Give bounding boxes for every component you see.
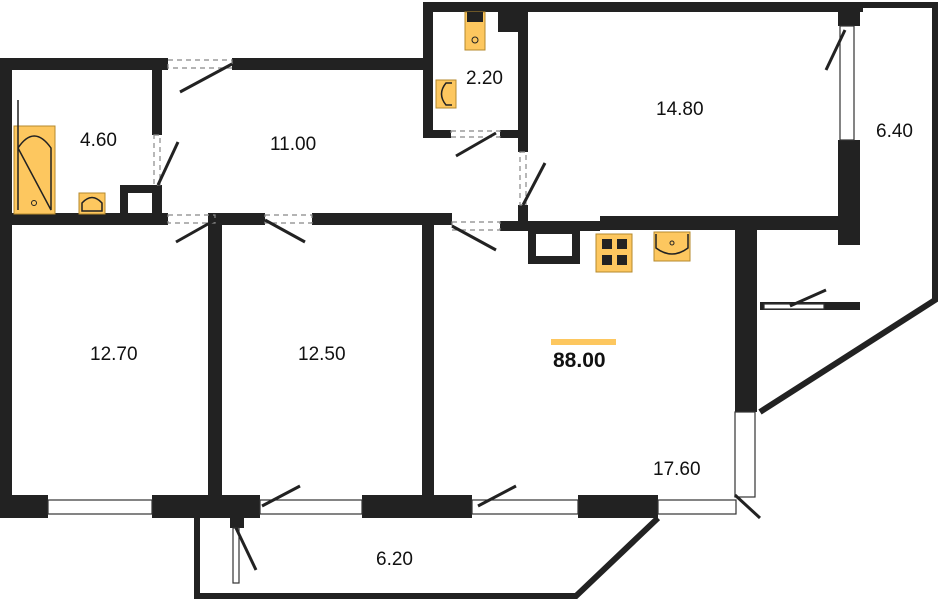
room-area-kitchen-living: 17.60 <box>653 459 701 480</box>
total-area-accent-bar <box>551 339 616 345</box>
bathtub-icon <box>13 100 56 215</box>
room-area-bedroom-top-right: 14.80 <box>656 99 704 120</box>
total-area: 88.00 <box>553 349 606 372</box>
room-area-toilet: 2.20 <box>466 68 503 89</box>
balcony-bottom-outline <box>194 515 661 599</box>
stove-icon <box>595 233 633 273</box>
windows <box>47 25 855 515</box>
room-area-balcony-bottom: 6.20 <box>376 549 413 570</box>
toilet-icon <box>464 11 486 51</box>
room-area-bathroom: 4.60 <box>80 130 117 151</box>
room-area-bedroom-left: 12.70 <box>90 344 138 365</box>
room-area-balcony-right: 6.40 <box>876 121 913 142</box>
room-area-hallway: 11.00 <box>270 134 316 155</box>
walls <box>0 2 863 518</box>
kitchen-sink-icon <box>653 231 691 262</box>
room-area-bedroom-middle: 12.50 <box>298 344 346 365</box>
toilet-sink-icon <box>435 79 457 109</box>
sink-icon <box>78 192 106 215</box>
shaft <box>528 226 580 264</box>
doors <box>153 29 847 571</box>
